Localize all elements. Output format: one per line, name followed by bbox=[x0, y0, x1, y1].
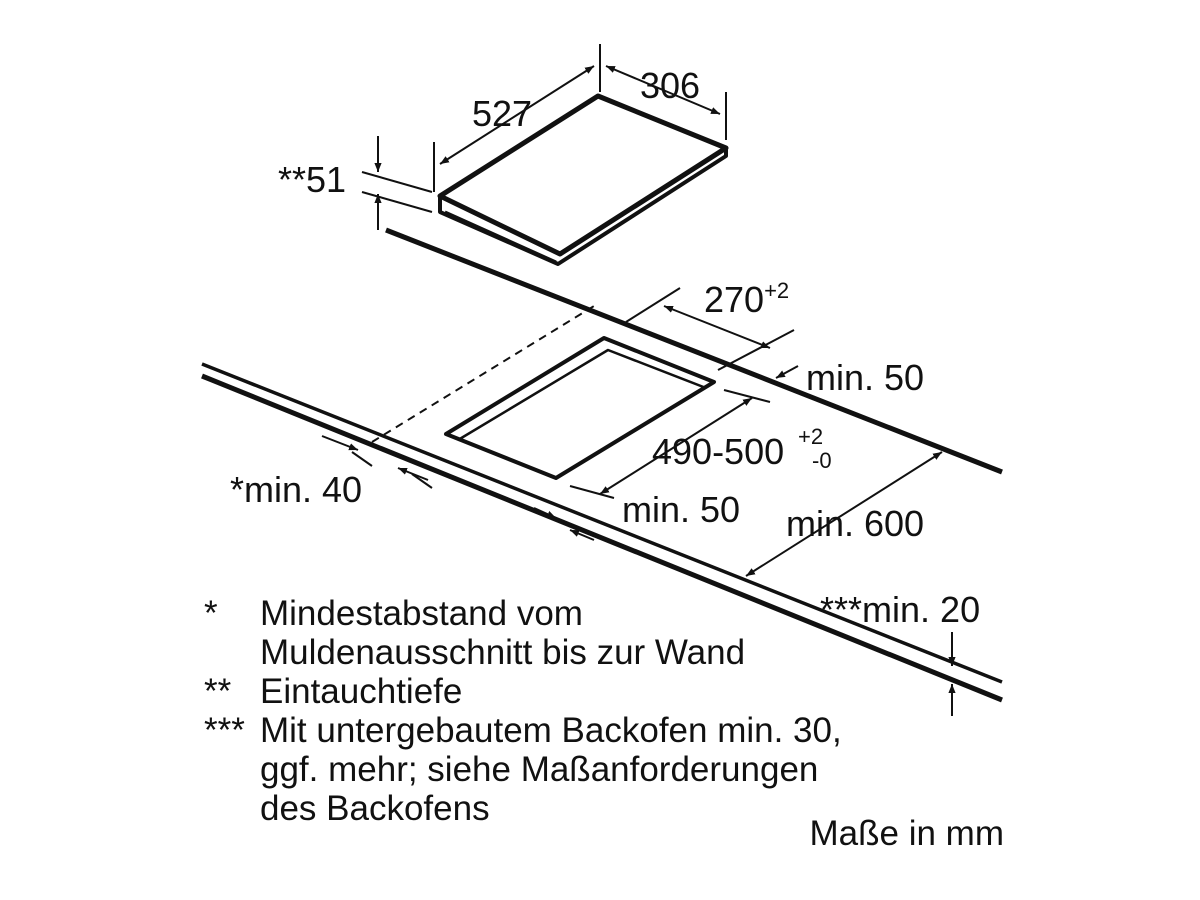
worktop-depth-arrow bbox=[745, 451, 943, 577]
worktop-depth-label: min. 600 bbox=[786, 503, 924, 544]
cutout-width-tolerance: +2 bbox=[764, 278, 789, 303]
wall-clearance-ext-b bbox=[411, 473, 433, 489]
wall-clearance-label: *min. 40 bbox=[230, 469, 362, 510]
front-clearance-arrow-a bbox=[533, 507, 557, 519]
immersion-ref-line bbox=[361, 171, 433, 193]
cutout-width-ext-right bbox=[717, 329, 795, 371]
front-clearance-label: min. 50 bbox=[622, 489, 740, 530]
cutout-depth-tol-upper: +2 bbox=[798, 424, 823, 449]
footnote-1-line-2: Muldenausschnitt bis zur Wand bbox=[260, 633, 746, 672]
footnote-2-mark: ** bbox=[204, 672, 232, 711]
footnote-2-line-1: Eintauchtiefe bbox=[260, 672, 463, 711]
hob-depth-arrow bbox=[439, 65, 595, 165]
worktop-drawing bbox=[201, 227, 1003, 703]
hob-base-line bbox=[444, 210, 557, 264]
worktop-thickness-label: ***min. 20 bbox=[820, 589, 980, 630]
wall-reference-dashed bbox=[371, 305, 595, 443]
immersion-ref-line-2 bbox=[361, 191, 433, 213]
hob-side-edge bbox=[438, 148, 728, 266]
wall-clearance-arrow-right bbox=[397, 467, 429, 481]
cutout-inner-edge bbox=[457, 348, 707, 442]
immersion-depth-label: **51 bbox=[278, 159, 346, 200]
front-clearance-arrow-b bbox=[569, 529, 595, 541]
footnote-3-mark: *** bbox=[204, 711, 245, 750]
worktop-front-edge-top bbox=[201, 362, 1003, 684]
cutout-width-ext-left bbox=[625, 287, 681, 323]
hob-width-arrow bbox=[605, 65, 721, 115]
cutout-depth-ext-bottom bbox=[569, 485, 615, 499]
rear-clearance-label: min. 50 bbox=[806, 357, 924, 398]
cutout-width-arrow bbox=[663, 305, 771, 349]
footnote-3-line-2: ggf. mehr; siehe Maßanforderungen bbox=[260, 750, 819, 789]
hob-depth-label: 527 bbox=[472, 93, 532, 134]
cutout-depth-arrow bbox=[599, 397, 753, 495]
cutout-width-value: 270 bbox=[704, 279, 764, 320]
cutout-outline bbox=[444, 336, 716, 480]
worktop-front-edge-bottom bbox=[201, 373, 1003, 703]
cutout-depth-label: 490-500 bbox=[652, 431, 784, 472]
units-note: Maße in mm bbox=[809, 814, 1004, 853]
hob-width-label: 306 bbox=[640, 65, 700, 106]
hob-dimension-lines bbox=[361, 44, 727, 230]
cutout-depth-ext-top bbox=[723, 389, 771, 403]
cutout-dimension-lines bbox=[321, 287, 956, 716]
footnote-3-line-1: Mit untergebautem Backofen min. 30, bbox=[260, 711, 842, 750]
worktop-rear-edge bbox=[385, 227, 1003, 475]
cutout-depth-tol-lower: -0 bbox=[812, 448, 832, 473]
footnote-1-line-1: Mindestabstand vom bbox=[260, 594, 583, 633]
wall-clearance-arrow-left bbox=[321, 435, 359, 451]
cutout-width-label: 270+2 bbox=[704, 278, 789, 320]
wall-clearance-ext-a bbox=[351, 451, 373, 467]
footnote-1-mark: * bbox=[204, 594, 218, 633]
rear-clearance-arrow bbox=[775, 365, 799, 379]
cutout-drawing bbox=[444, 336, 716, 480]
footnote-3-line-3: des Backofens bbox=[260, 789, 490, 828]
